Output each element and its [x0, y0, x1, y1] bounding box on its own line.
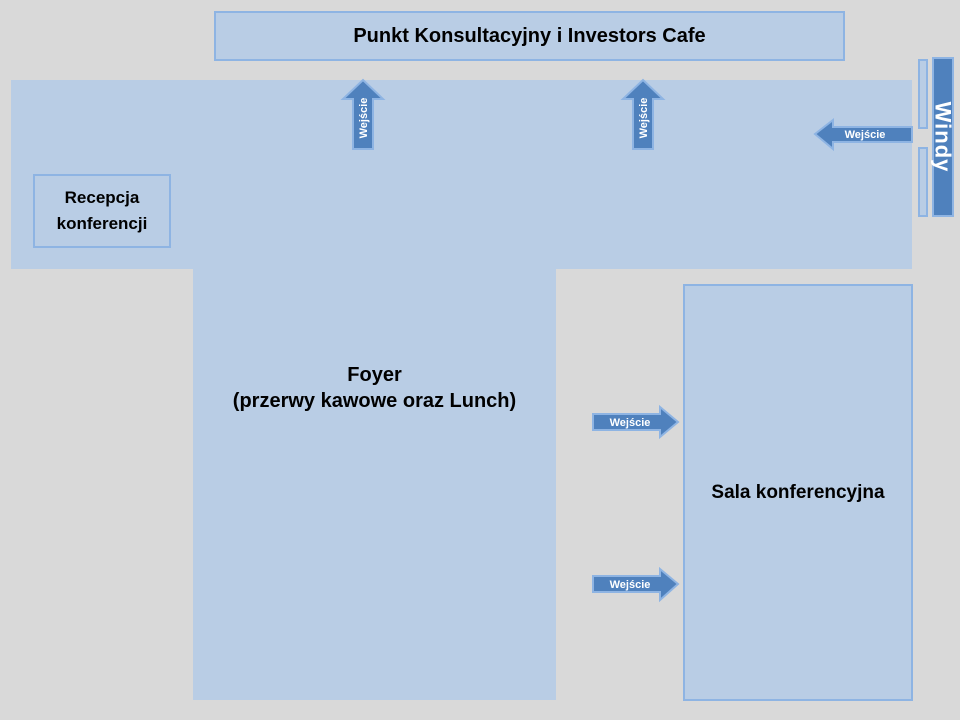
- reception-box: Recepcja konferencji: [33, 174, 171, 248]
- conference-hall-box: Sala konferencyjna: [683, 284, 913, 701]
- entrance-arrow-cafe-left: Wejście: [340, 78, 386, 150]
- consultation-point-box: Punkt Konsultacyjny i Investors Cafe: [214, 11, 845, 61]
- elevator-door-upper: [918, 59, 928, 129]
- conference-hall-label: Sala konferencyjna: [711, 481, 885, 503]
- entrance-arrow-cafe-right: Wejście: [620, 78, 666, 150]
- consultation-point-label: Punkt Konsultacyjny i Investors Cafe: [353, 25, 706, 47]
- entrance-label-cafe-right: Wejście: [638, 98, 650, 139]
- entrance-arrow-from-elevators: Wejście: [813, 117, 913, 152]
- elevators-block: Windy: [931, 57, 956, 217]
- entrance-label-cafe-left: Wejście: [358, 98, 370, 139]
- entrance-label-hall-upper: Wejście: [610, 417, 651, 429]
- entrance-label-hall-lower: Wejście: [610, 579, 651, 591]
- entrance-label-from-elevators: Wejście: [845, 129, 886, 141]
- elevators-label: Windy: [931, 102, 956, 173]
- entrance-arrow-hall-upper: Wejście: [592, 404, 680, 440]
- elevator-door-lower: [918, 147, 928, 217]
- foyer-area: [193, 268, 556, 700]
- reception-label: Recepcja konferencji: [56, 188, 148, 233]
- foyer-label: Foyer (przerwy kawowe oraz Lunch): [232, 364, 517, 412]
- entrance-arrow-hall-lower: Wejście: [592, 566, 680, 603]
